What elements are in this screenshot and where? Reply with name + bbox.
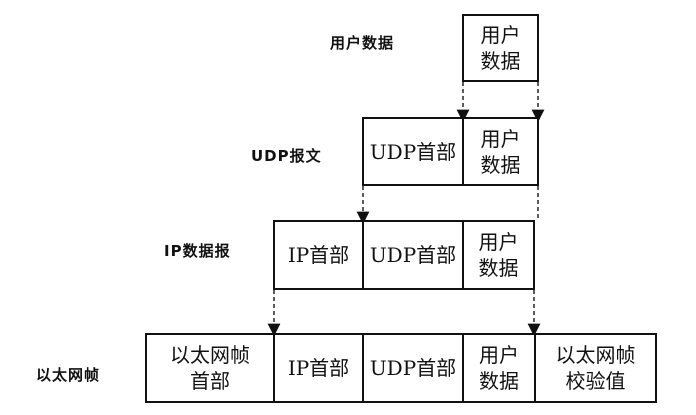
level-label-udp-datagram: UDP报文	[251, 147, 322, 165]
level-label-user-data: 用户数据	[330, 34, 395, 52]
level-label-ip-datagram: IP数据报	[164, 242, 231, 260]
user-data-cell: 用户 数据	[462, 220, 535, 290]
udp-header-cell: UDP首部	[362, 220, 464, 290]
udp-header-cell: UDP首部	[362, 117, 464, 186]
ip-header-cell: IP首部	[273, 333, 364, 403]
user-data-cell: 用户 数据	[462, 333, 536, 403]
ethernet-checksum-cell: 以太网帧 校验值	[534, 333, 657, 403]
ip-header-cell: IP首部	[273, 220, 364, 290]
udp-header-cell: UDP首部	[362, 333, 464, 403]
user-data-cell: 用户 数据	[462, 14, 539, 82]
level-label-ethernet-frame: 以太网帧	[36, 366, 101, 384]
user-data-cell: 用户 数据	[462, 117, 539, 186]
ethernet-header-cell: 以太网帧 首部	[145, 333, 275, 403]
